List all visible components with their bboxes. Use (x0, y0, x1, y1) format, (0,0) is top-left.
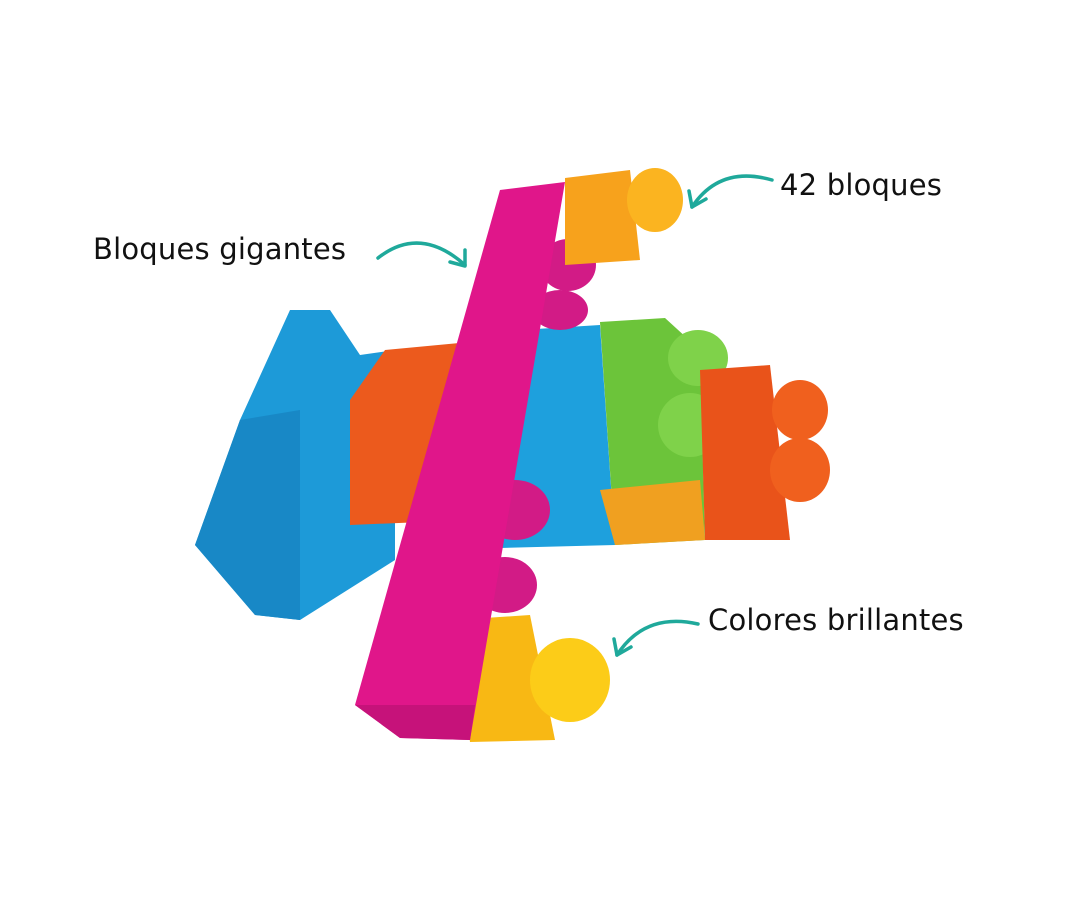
top-wing-block (565, 170, 640, 265)
block-count-callout: 42 bloques (780, 168, 943, 202)
nose-block (700, 365, 790, 540)
magenta-wing-bar (355, 182, 565, 740)
giant-blocks-callout: Bloques gigantes (93, 232, 347, 266)
curved-arrow-icon (376, 241, 467, 268)
curved-arrow-icon (612, 619, 700, 657)
curved-arrow-icon (687, 174, 774, 209)
bright-colors-callout: Colores brillantes (708, 603, 964, 637)
tail-blocks (195, 310, 395, 620)
